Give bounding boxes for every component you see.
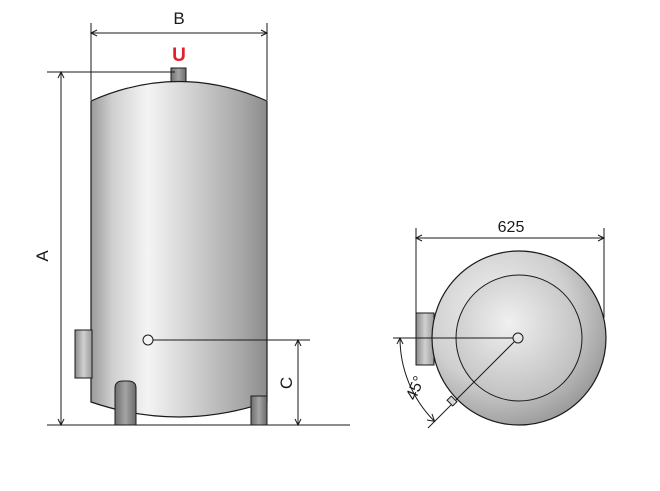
dimension-c-label: C — [277, 377, 296, 389]
dimension-diameter — [414, 228, 606, 318]
angled-port-icon — [446, 395, 458, 407]
angle-line — [427, 341, 515, 429]
side-view: B U A C — [33, 9, 350, 427]
right-leg — [250, 395, 268, 426]
dimension-b-label: B — [173, 9, 184, 28]
angle-arc — [399, 337, 435, 422]
dimension-a — [47, 70, 175, 427]
top-view: 625 45° — [393, 219, 607, 429]
dimension-diameter-label: 625 — [498, 219, 525, 236]
dimension-c — [294, 338, 302, 427]
tank-body — [90, 80, 268, 418]
outlet-mark-u: U — [172, 45, 186, 66]
dimension-a-label: A — [33, 250, 52, 262]
top-flange-icon — [415, 312, 435, 366]
dimension-b — [89, 23, 269, 100]
side-flange-icon — [74, 329, 93, 379]
left-leg — [114, 380, 137, 426]
